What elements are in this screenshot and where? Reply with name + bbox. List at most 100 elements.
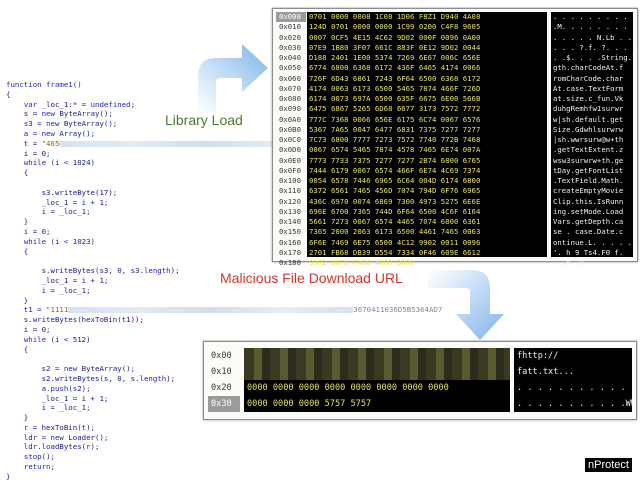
code-line: while (i < 512) <box>6 335 476 345</box>
hex-byte-row: 436C 6970 0074 6869 7300 4973 5275 6E6E <box>309 196 481 206</box>
hex-ascii-row: '. h 9 Ts4.F0 f. <box>553 247 624 257</box>
hex-byte-row: 9902 0070 FA00 4000 0000 <box>309 258 415 267</box>
code-token: i = _loc_1; <box>6 285 91 295</box>
hex-byte-row: 6372 6561 7465 456D 7074 794D 6F76 6965 <box>309 186 481 196</box>
hex-offset: 0x0A0 <box>279 114 301 124</box>
hex-byte-row: 7773 7733 7375 7277 7277 2B74 6800 6765 <box>309 155 481 165</box>
code-token: (s2); <box>68 383 91 393</box>
code-token: } <box>6 413 29 423</box>
hex-ascii-row: fhttp:// <box>517 351 559 361</box>
code-token: a = <box>6 128 42 138</box>
hex-ascii-row: tDay.getFontList <box>553 165 624 175</box>
hex-ascii-row: duhgRemhfw1surwr <box>553 104 624 114</box>
malicious-url-arrow-icon <box>428 270 504 340</box>
code-token: length <box>139 373 167 383</box>
redacted-hex-string <box>59 140 360 147</box>
code-line: } <box>6 217 476 227</box>
code-line: s.writeBytes(s3, 0, s3.length); <box>6 266 476 276</box>
hex-offset: 0x020 <box>279 32 301 42</box>
hex-ascii-column: fhttp:// fatt.txt... . . . . . . . . . . .… <box>514 348 632 412</box>
code-line: while (i < 1024) <box>6 158 476 168</box>
code-token <box>6 158 24 167</box>
hex-offset: 0x110 <box>279 186 301 196</box>
code-token: new <box>41 109 55 119</box>
hex-ascii-row: . . . . . N.Lb . . . . . <box>553 32 633 42</box>
code-token: s3.writeByte(17); <box>6 187 118 197</box>
hex-ascii-row: romCharCode.char <box>553 73 624 83</box>
code-line: return; <box>6 462 476 472</box>
hex-offset: 0x0F0 <box>279 165 301 175</box>
hex-ascii-row: . . . . . . . . . . . . . . . . <box>517 383 632 393</box>
hex-offset: 0x0C0 <box>279 135 301 144</box>
hex-byte-row: 0067 6574 5465 7874 4578 7465 6E74 007A <box>309 145 481 155</box>
code-token: "1111 <box>46 305 69 315</box>
hex-byte-row <box>244 348 510 364</box>
code-line: } <box>6 413 476 423</box>
code-token: ; <box>130 99 136 109</box>
code-token: "465 <box>41 138 60 148</box>
hex-ascii-row: . . . ?.f. ?. . . . . D <box>553 42 633 52</box>
hex-offset: 0x180 <box>279 258 301 267</box>
hex-offset: 0x0D0 <box>279 145 301 155</box>
code-token: stop <box>23 452 42 462</box>
source-code-listing: function frame1(){ var _loc_1:* = undefi… <box>6 80 476 482</box>
code-token: s = <box>6 109 42 119</box>
hex-byte-row: 0054 6578 7446 6965 6C64 004D 6174 6800 <box>309 176 481 185</box>
code-token: _loc_1:* = <box>37 99 91 109</box>
code-line: var _loc_1:* = undefined; <box>6 100 476 110</box>
code-token <box>6 462 24 471</box>
code-line: a.push(s2); <box>6 384 476 394</box>
hex-byte-row: 7444 6179 0067 6574 466F 6E74 4C69 7374 <box>309 165 481 175</box>
code-line: i = 0; <box>6 227 476 237</box>
hex-offset: 0x080 <box>279 94 301 103</box>
hex-offset: 0x070 <box>279 83 301 93</box>
code-token: while <box>23 334 47 344</box>
code-token: i = 0; <box>6 226 51 236</box>
hex-offset: 0x170 <box>279 247 301 257</box>
code-token: _loc_1 = i + 1; <box>6 197 109 207</box>
code-line: r = hexToBin(t); <box>6 423 476 433</box>
code-token: Array(); <box>54 128 96 138</box>
code-line: { <box>6 247 476 257</box>
code-token: ByteArray(); <box>54 109 113 119</box>
hex-byte-row: 777C 7368 0066 656E 6175 6C74 0067 6576 <box>309 114 481 124</box>
code-token: while <box>23 236 47 246</box>
code-token: ByteArray(); <box>77 364 136 374</box>
code-token: ); <box>166 373 176 383</box>
code-token: (i < 1024) <box>46 158 96 168</box>
hex-offset: 0x150 <box>279 227 301 237</box>
hex-offset: 0x120 <box>279 196 301 206</box>
hex-offset: 0x130 <box>279 206 301 216</box>
hex-ascii-row: fatt.txt... <box>517 367 574 377</box>
hex-offset: 0x140 <box>279 217 301 226</box>
hex-byte-row: 124D 0701 0000 0000 1C99 0200 C4F8 9605 <box>309 22 481 32</box>
hex-byte-row: 5367 7A65 0047 6477 6831 7375 7277 7277 <box>309 124 481 134</box>
hex-ascii-row: At.case.TextForm <box>553 83 624 93</box>
hex-offset: 0x090 <box>279 104 301 114</box>
hex-ascii-row: . . . . . . . . . . .WWWW <box>517 399 632 409</box>
hex-ascii-row: Clip.this.IsRunn <box>553 196 624 206</box>
code-token: s.writeBytes(hexToBin(t1)); <box>6 315 144 325</box>
hex-offset: 0x20 <box>211 383 232 393</box>
code-token: var <box>23 99 38 109</box>
code-line: i = _loc_1; <box>6 207 476 217</box>
hex-offset: 0x060 <box>279 73 301 83</box>
code-token: ; <box>50 462 55 472</box>
code-token: } <box>6 217 29 227</box>
code-token <box>6 452 24 461</box>
code-line: _loc_1 = i + 1; <box>6 276 476 286</box>
code-token: s3 = <box>6 119 47 129</box>
code-token: new <box>50 432 64 442</box>
code-line: { <box>6 345 476 355</box>
code-token: i = _loc_1; <box>6 403 91 413</box>
code-line: i = 0; <box>6 149 476 159</box>
code-line: _loc_1 = i + 1; <box>6 198 476 208</box>
code-line: a = new Array(); <box>6 129 476 139</box>
hex-offset: 0x030 <box>279 42 301 52</box>
code-token <box>6 335 24 344</box>
hex-ascii-row: createEmptyMovie <box>553 186 624 196</box>
hex-offset: 0x100 <box>279 176 301 185</box>
